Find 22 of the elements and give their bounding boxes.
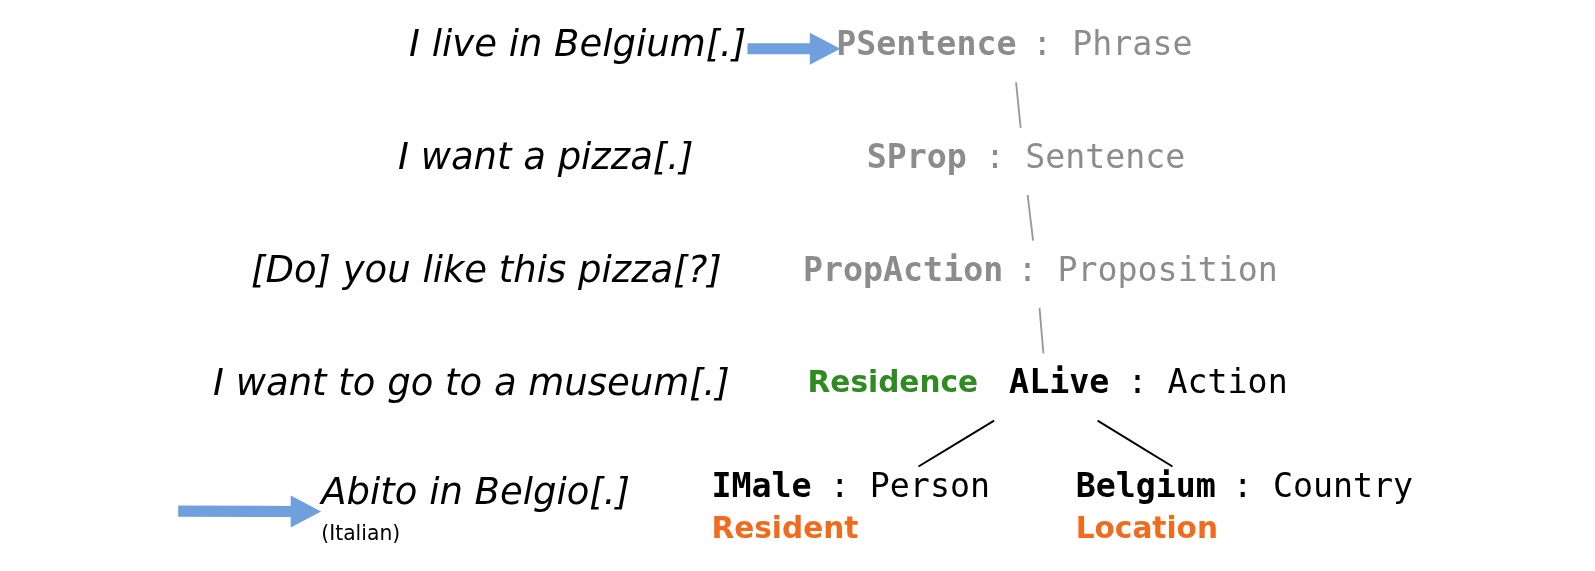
node-text: IMale : Person bbox=[710, 466, 990, 506]
connector bbox=[1096, 419, 1173, 468]
arrow bbox=[177, 495, 321, 528]
node-text: PropAction : Proposition bbox=[802, 249, 1278, 289]
node-text: SProp : Sentence bbox=[866, 136, 1185, 176]
connector bbox=[1038, 306, 1044, 355]
node-label: Resident bbox=[710, 511, 858, 546]
label: [Do] you like this pizza[?] bbox=[250, 247, 722, 291]
connector bbox=[1026, 194, 1034, 242]
arrow bbox=[747, 32, 840, 65]
node-text: PSentence : Phrase bbox=[835, 24, 1192, 64]
node-label: Location bbox=[1075, 511, 1218, 546]
node-text: Belgium : Country bbox=[1075, 466, 1413, 506]
node-text: Abito in Belgio[.] bbox=[320, 469, 630, 513]
node-text: ALive : Action bbox=[1008, 362, 1288, 402]
label: I want a pizza[.] bbox=[397, 135, 693, 179]
label: I want to go to a museum[.] bbox=[212, 360, 730, 404]
node-text: I live in Belgium[.] bbox=[408, 22, 746, 66]
connector bbox=[917, 419, 995, 468]
node-label: (Italian) bbox=[320, 521, 400, 546]
node-label: Residence bbox=[807, 365, 978, 400]
connector bbox=[1014, 81, 1022, 129]
